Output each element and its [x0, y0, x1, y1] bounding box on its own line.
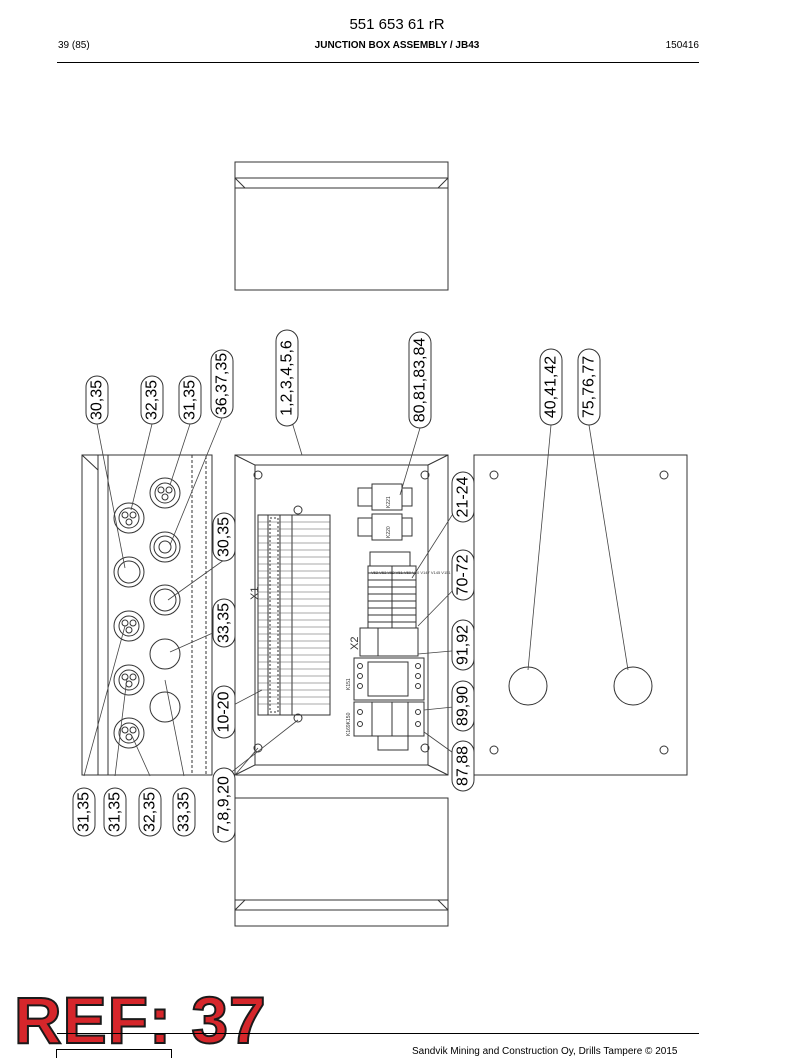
- label-k221: K221: [386, 496, 392, 508]
- callout-31-35-b: 31,35: [76, 792, 93, 832]
- callout-33-35-b: 33,35: [176, 792, 193, 832]
- callout-89-90: 89,90: [455, 686, 472, 726]
- callout-10-20: 10-20: [216, 691, 233, 732]
- callout-91-92: 91,92: [455, 625, 472, 665]
- label-x2-strip: V52 V53 V52 V51 V50 V20 V147 V145 V151: [371, 570, 451, 575]
- callout-40-42: 40,41,42: [543, 356, 560, 418]
- callout-7-9-20: 7,8,9,20: [216, 776, 233, 834]
- terminal-strip-x1-rows: [258, 521, 330, 705]
- callout-75-77: 75,76,77: [581, 356, 598, 418]
- footer-copyright: Sandvik Mining and Construction Oy, Dril…: [412, 1046, 678, 1057]
- page-number: 39 (85): [58, 40, 90, 51]
- top-cover: [234, 161, 449, 291]
- relays: [357, 483, 413, 541]
- callout-70-72: 70-72: [455, 554, 472, 595]
- sandvik-logo-frame: [56, 1049, 172, 1058]
- callout-32-35-b: 32,35: [142, 792, 159, 832]
- terminal-strip-x2: [359, 551, 419, 657]
- label-k220: K220: [386, 526, 392, 538]
- page-title: JUNCTION BOX ASSEMBLY / JB43: [314, 40, 480, 51]
- label-x2: X2: [349, 637, 361, 650]
- label-k151: K151: [346, 678, 352, 690]
- label-k169: K169K150: [346, 712, 352, 736]
- callout-80-84: 80,81,83,84: [412, 338, 429, 423]
- callout-31-35-c: 31,35: [107, 792, 124, 832]
- callout-30-35-b: 30,35: [216, 517, 233, 557]
- callout-31-35: 31,35: [182, 380, 199, 420]
- callout-87-88: 87,88: [455, 746, 472, 786]
- label-x1: X1: [249, 587, 261, 600]
- page-date: 150416: [665, 40, 699, 51]
- bottom-cover: [234, 797, 449, 927]
- doc-number: 551 653 61 rR: [349, 16, 445, 33]
- callout-36-37-35: 36,37,35: [214, 353, 231, 415]
- door-panel: [473, 454, 688, 776]
- leader-lines: [83, 417, 629, 789]
- side-panel-glands: [81, 454, 213, 776]
- callout-30-35: 30,35: [89, 380, 106, 420]
- ref-stamp: REF: 37: [13, 983, 267, 1057]
- main-enclosure: [234, 454, 449, 776]
- header-rule: [57, 62, 699, 63]
- footer-rule: [57, 1033, 699, 1034]
- callouts: 30,35 32,35 31,35 36,37,35 1,2,3,4,5,6 8…: [72, 329, 601, 843]
- callout-1-6: 1,2,3,4,5,6: [279, 340, 296, 416]
- callout-32-35: 32,35: [144, 380, 161, 420]
- contactors: [353, 657, 425, 751]
- callout-33-35: 33,35: [216, 603, 233, 643]
- component-labels: X1 X2 K221 K220 K151 K169K150 V52 V53 V5…: [249, 496, 451, 736]
- callout-21-24: 21-24: [455, 476, 472, 517]
